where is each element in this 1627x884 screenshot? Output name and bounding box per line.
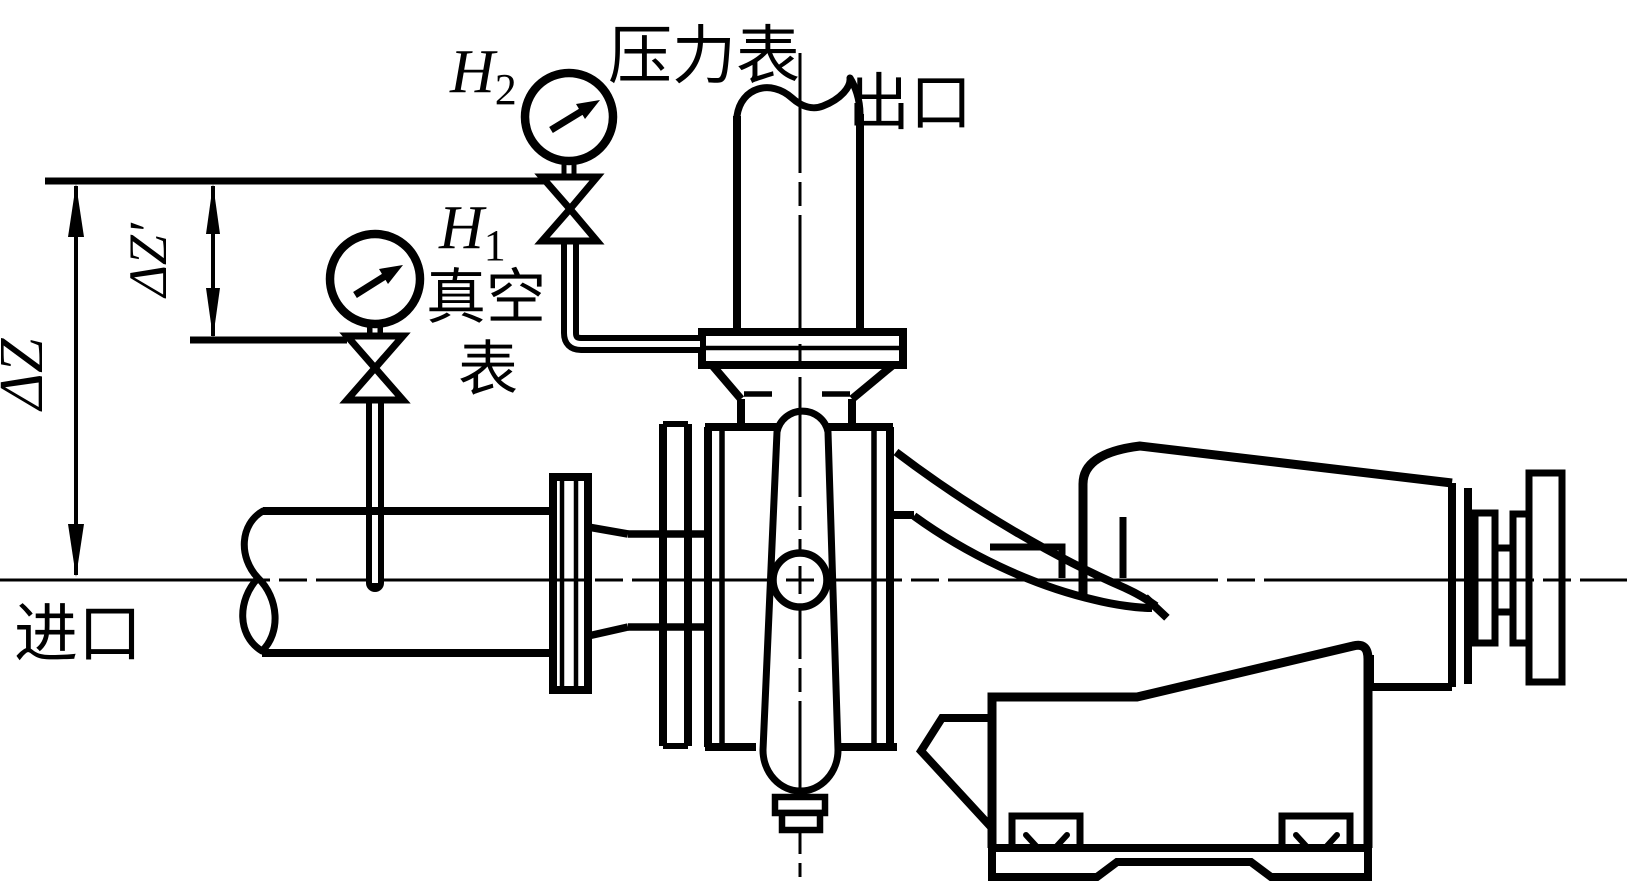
inlet-pipe-flange-lines <box>559 477 579 690</box>
suction-flange <box>659 424 692 746</box>
inlet-pipe-flange <box>549 473 592 694</box>
outlet-pipeline <box>733 74 864 332</box>
inlet-pipeline <box>239 421 705 749</box>
vacuum-gauge-needle-tip <box>379 265 403 284</box>
text-labels: H2 压力表 出口 H1 真空 表 ΔZ ΔZ′ 进口 <box>0 20 972 670</box>
pressure-valve-icon-bottom <box>534 203 605 245</box>
vacuum-valve-icon-top <box>339 332 411 374</box>
support-feet <box>1008 812 1354 848</box>
label-delta-z: ΔZ <box>0 338 56 412</box>
label-delta-z-prime: ΔZ′ <box>118 222 178 299</box>
pressure-sense-pipe-core <box>567 238 700 347</box>
volute-tip-tick <box>1142 594 1170 621</box>
arrow-down-icon <box>206 288 220 338</box>
pressure-gauge-needle-tip <box>576 100 600 119</box>
arrow-down-icon <box>68 524 84 577</box>
pressure-sense-pipe-outer <box>561 240 702 353</box>
bearing-housing <box>1078 441 1472 691</box>
volute-bracket-step <box>990 543 1066 578</box>
suction-flange-caps <box>663 421 688 749</box>
label-vacuum-gauge-bottom: 表 <box>458 336 518 403</box>
inlet-pipe-break-icon <box>239 507 279 655</box>
label-h1: H1 <box>438 194 506 270</box>
pump-casing-inner-lines <box>719 427 877 747</box>
inlet-pipe <box>262 507 553 657</box>
bearing-housing-endplate <box>1366 483 1472 691</box>
discharge-cone <box>708 361 896 427</box>
label-pressure-gauge: 压力表 <box>608 20 800 92</box>
pedestal-outline <box>987 640 1373 848</box>
support-pedestal <box>915 640 1373 881</box>
bearing-housing-body <box>1078 441 1453 597</box>
vacuum-gauge-assembly <box>325 229 425 592</box>
support-strut <box>915 714 994 830</box>
dimension-annotations <box>45 177 545 577</box>
label-outlet: 出口 <box>848 69 972 138</box>
arrow-up-icon <box>206 184 220 234</box>
dim-delta-z-prime <box>206 184 220 338</box>
pump-body <box>698 328 1170 795</box>
base-plate <box>988 848 1372 881</box>
vacuum-valve-icon-bottom <box>339 362 411 404</box>
support-feet-ticks <box>1023 832 1340 850</box>
coupling-discs <box>1471 469 1566 686</box>
pressure-gauge-assembly <box>520 68 702 353</box>
drain-plug <box>771 793 829 834</box>
volute-curve-lower <box>890 511 1153 612</box>
pressure-valve-icon-top <box>534 173 605 215</box>
shaft-centermark <box>786 566 814 594</box>
outlet-pipe-break-icon <box>733 74 864 120</box>
dim-delta-z <box>68 184 84 577</box>
label-vacuum-gauge-top: 真空 <box>426 264 546 331</box>
inlet-reducer <box>587 523 629 640</box>
coupling-disc-3 <box>1525 469 1566 686</box>
label-h2: H2 <box>449 38 517 114</box>
arrow-up-icon <box>68 184 84 237</box>
drain-plug-bottom <box>778 809 824 834</box>
label-inlet: 进口 <box>14 598 142 670</box>
outlet-pipe <box>733 114 864 332</box>
